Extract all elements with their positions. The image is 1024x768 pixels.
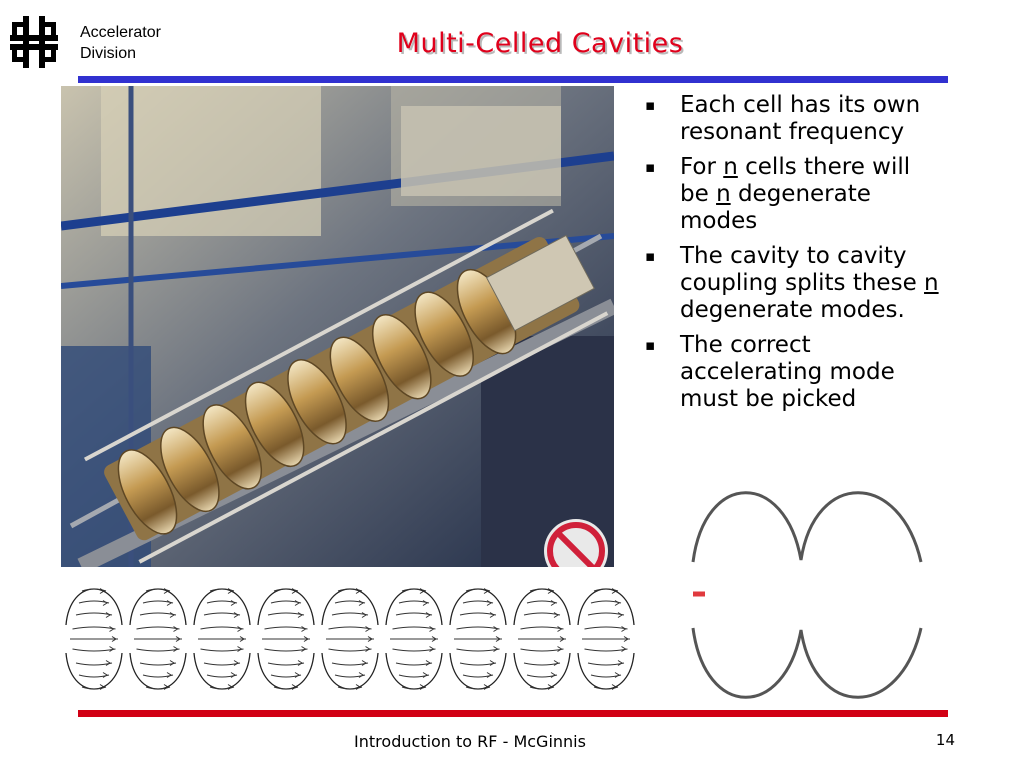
top-divider [78,76,948,83]
bullet-marker-icon: ▪ [645,247,656,265]
organization-name: Accelerator Division [80,22,161,64]
bullet-list: ▪ Each cell has its own resonant frequenc… [640,92,940,421]
bullet-text: The cavity to cavity coupling splits the… [680,243,925,296]
cavity-cell [257,588,315,690]
bullet-item: ▪ The correct accelerating mode must be p… [640,332,940,413]
org-line-2: Division [80,45,137,62]
cavity-cell [449,588,507,690]
bullet-text: n [716,181,731,207]
cavity-cell [193,588,251,690]
bullet-text: cells there will be [680,154,911,207]
footer-text: Introduction to RF - McGinnis [354,732,586,751]
slide-title: Multi-Celled Cavities [396,28,684,59]
lower-cell-profile [691,627,923,699]
page-number: 14 [935,731,955,749]
fermilab-logo-icon [10,16,58,68]
cavity-cell [321,588,379,690]
bullet-text: n [723,154,738,180]
bullet-item: ▪ Each cell has its own resonant frequenc… [640,92,940,146]
cavity-cell [385,588,443,690]
cavity-cell [577,588,635,690]
bullet-item: ▪ The cavity to cavity coupling splits th… [640,243,940,324]
bullet-text: degenerate modes [680,181,871,234]
cavity-field-lines-diagram [65,588,635,690]
bullet-text: Each cell has its own resonant frequency [680,92,921,145]
bullet-text: n [924,270,939,296]
bullet-marker-icon: ▪ [645,158,656,176]
cavity-cell [513,588,571,690]
cavity-cell-profile-diagram [691,491,923,699]
bullet-text: The correct accelerating mode must be pi… [680,332,895,412]
bottom-divider [78,710,948,717]
bullet-text: degenerate modes. [680,297,905,323]
bullet-item: ▪ For n cells there will be n degenerate … [640,154,940,235]
bullet-text: For [680,154,724,180]
upper-cell-profile [691,491,923,563]
cavity-cell [129,588,187,690]
cavity-cell [65,588,123,690]
org-line-1: Accelerator [80,24,161,41]
bullet-marker-icon: ▪ [645,96,656,114]
bullet-marker-icon: ▪ [645,336,656,354]
superconducting-cavity-photo [61,86,614,567]
